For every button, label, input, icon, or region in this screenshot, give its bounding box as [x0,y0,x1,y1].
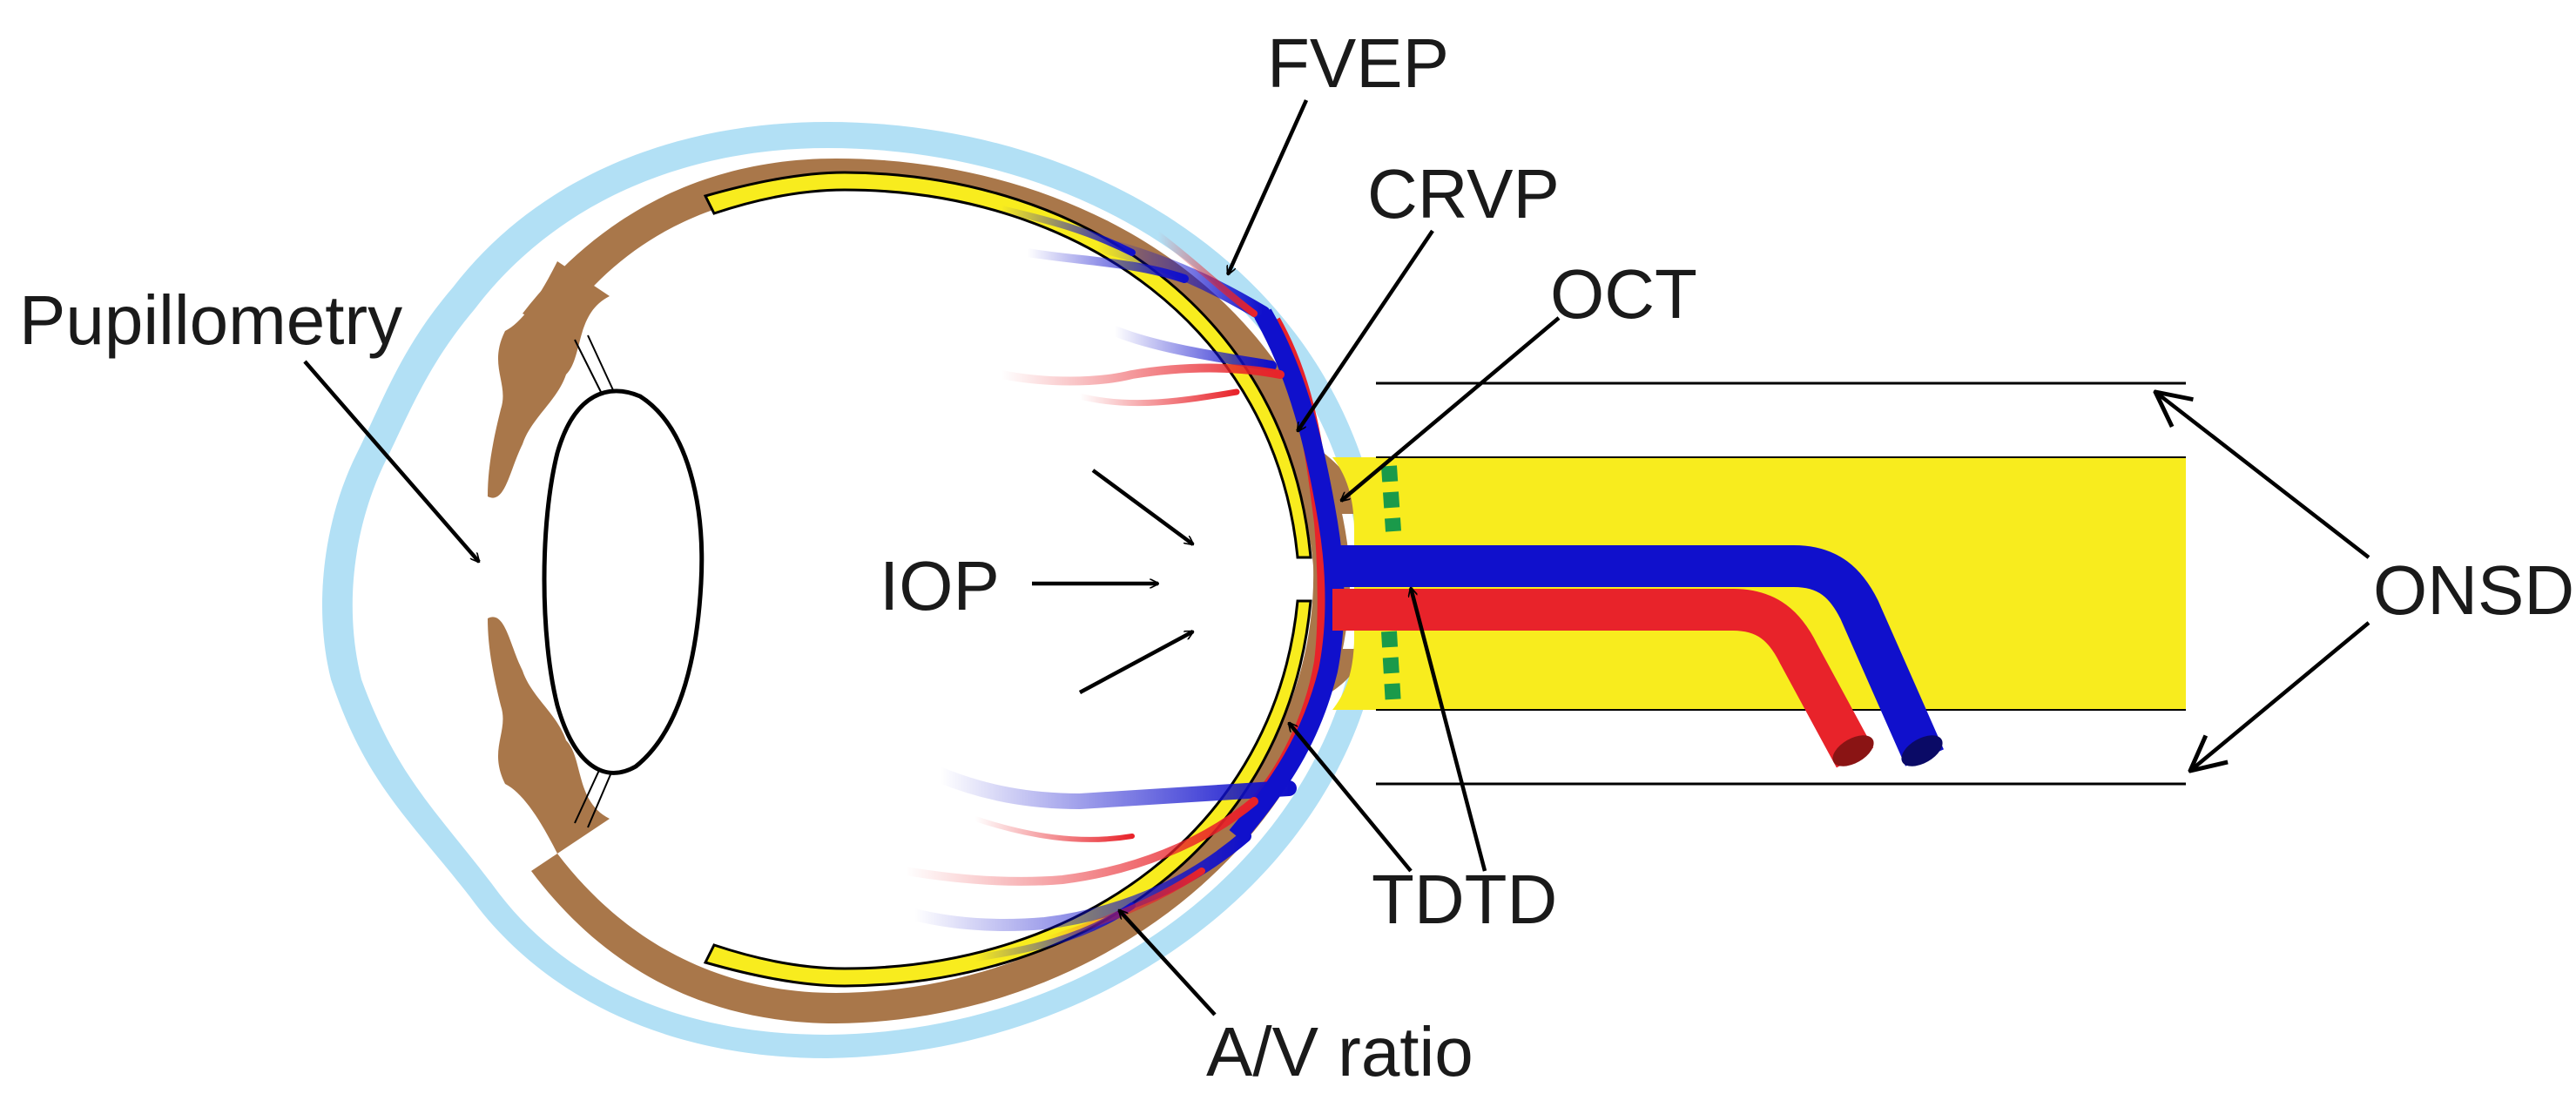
label-pupillometry: Pupillometry [19,281,402,359]
label-tdtd: TDTD [1372,861,1557,938]
retina-layer [703,171,1312,988]
label-fvep: FVEP [1267,24,1449,102]
annotation-arrows [303,99,2370,1016]
label-iop: IOP [880,547,1000,625]
label-onsd: ONSD [2373,551,2574,629]
label-oct: OCT [1550,255,1697,333]
labels: FVEP CRVP OCT Pupillometry IOP ONSD TDTD… [19,24,2574,1090]
retinal-vessels [901,206,1944,962]
lamina-cribrosa [1381,465,1401,706]
sclera-outer-layer [322,122,1386,1058]
label-av-ratio: A/V ratio [1206,1013,1473,1090]
lens [542,334,705,828]
label-crvp: CRVP [1367,155,1560,233]
